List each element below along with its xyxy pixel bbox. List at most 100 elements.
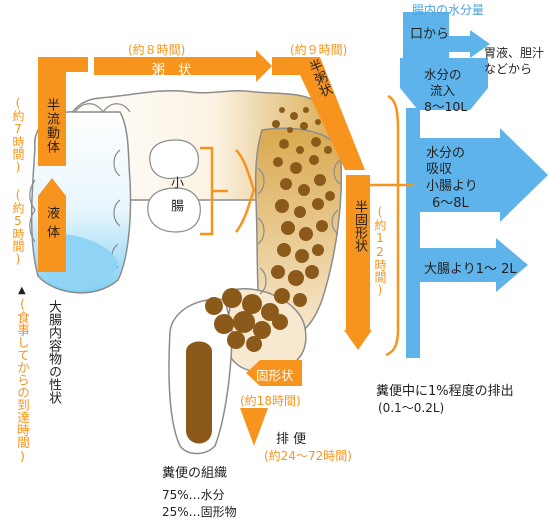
stool-pellet	[277, 243, 291, 257]
liquid-label: 液体	[44, 206, 59, 244]
stool-pellet	[299, 227, 313, 241]
gastric-label-line1: 胃液、胆汁	[484, 46, 545, 60]
stool-pellet	[300, 122, 308, 130]
legend-content-label: 大腸内容物の性状	[46, 300, 61, 404]
water-absorb-arrow	[414, 128, 548, 222]
semi-fluid-time: (約7時間)	[11, 96, 25, 174]
colon	[29, 89, 343, 455]
stool-pellet	[294, 206, 306, 218]
semi-fluid-label: 半流動体	[44, 98, 59, 154]
porridge-label: 粥 状	[152, 63, 192, 78]
stool-pellet	[272, 120, 280, 128]
semi-porridge-time: (約９時間)	[290, 43, 348, 57]
liquid-time: (約5時間)	[11, 188, 25, 266]
water-amount-title: 腸内の水分量	[412, 3, 485, 17]
stool-pellet	[288, 270, 304, 286]
gastric-label-line2: などから	[484, 62, 533, 76]
stool-pellet	[295, 249, 309, 263]
stool-pellet	[324, 146, 332, 154]
stool-pellets	[205, 107, 335, 352]
mouth-label: 口から	[410, 27, 450, 42]
stage-arrows	[38, 50, 372, 446]
solid-label: 固形状	[256, 368, 294, 383]
stool-pellet	[271, 265, 285, 279]
stool-pellet	[275, 199, 289, 213]
stool-pellet	[214, 314, 234, 334]
small-intestine-label: 小腸	[168, 176, 183, 222]
defecation-time: (約24〜72時間)	[264, 449, 352, 463]
stool-pellet	[246, 336, 262, 352]
rectum-stool	[186, 341, 212, 444]
stool-pellet	[281, 221, 295, 235]
water-bracket	[385, 94, 400, 357]
stool-pellet	[290, 112, 298, 120]
excretion-label: 糞便中に1%程度の排出	[376, 384, 514, 399]
solid-arrow	[246, 360, 302, 386]
stool-pellet	[242, 294, 262, 314]
stool-pellet	[279, 107, 285, 113]
stool-pellet	[296, 146, 304, 154]
semi-fluid-corner	[38, 57, 88, 92]
stool-pellet	[290, 162, 302, 174]
colon-bracket-left	[235, 149, 256, 233]
semi-porridge-arrow	[272, 57, 365, 170]
absorb-line1: 水分の	[426, 146, 466, 161]
stool-pellet	[309, 155, 319, 165]
stool-pellet	[273, 157, 283, 167]
stool-pellet	[287, 127, 293, 133]
defecation-arrowhead	[240, 408, 268, 446]
stool-water: 75%…水分	[162, 488, 225, 502]
large-intestine-absorb-label: 大腸より1〜 2L	[424, 262, 517, 277]
stool-pellet	[298, 184, 310, 196]
small-intestine-loop-2	[147, 187, 201, 233]
stool-solid: 25%…固形物	[162, 505, 237, 519]
inflow-amount: 8〜10L	[424, 99, 468, 114]
porridge-arrow	[94, 50, 272, 82]
stool-pellet	[303, 107, 309, 113]
stool-pellet	[205, 297, 223, 315]
stool-pellet	[274, 288, 290, 304]
stool-pellet	[312, 244, 324, 256]
stool-pellet	[316, 220, 328, 232]
stool-pellet	[279, 139, 289, 149]
semi-solid-arrowhead	[344, 330, 372, 350]
stool-pellet	[253, 321, 271, 339]
excretion-amount: (0.1〜0.2L)	[378, 401, 445, 415]
stool-pellet	[222, 288, 242, 308]
legend-marker: ▲	[18, 285, 26, 296]
stool-pellet	[311, 137, 321, 147]
semi-solid-time: (約12時間)	[373, 205, 387, 297]
water-inflow-arrow	[400, 58, 488, 110]
stool-pellet	[233, 311, 255, 333]
stool-pellet	[325, 191, 335, 201]
stool-pellet	[227, 331, 245, 349]
absorb-line2: 吸収	[426, 162, 453, 177]
stool-pellet	[315, 119, 321, 125]
absorb-line3: 小腸より	[426, 179, 478, 194]
stool-pellet	[272, 314, 288, 330]
stool-pellet	[280, 178, 292, 190]
gastric-inflow-arrow	[446, 30, 490, 58]
legend-elapsed-label: (食事してからの到達時間)	[15, 296, 30, 464]
large-intestine-absorb-arrow	[414, 238, 528, 292]
stool-pellet	[314, 174, 326, 186]
brackets	[200, 94, 400, 357]
water-flow	[400, 12, 548, 358]
semi-solid-label: 半固形状	[352, 200, 367, 252]
small-intestine-loop-1	[149, 139, 199, 180]
mouth-inflow-bar	[403, 12, 449, 58]
defecation-label: 排 便	[276, 432, 307, 447]
inflow-line1: 水分の	[424, 67, 462, 82]
inflow-line2: 流入	[430, 83, 456, 98]
semi-solid-bar	[346, 175, 370, 330]
stool-pellet	[305, 265, 319, 279]
semi-fluid-bar	[38, 92, 66, 166]
solid-time: (約18時間)	[240, 394, 301, 408]
stool-pellet	[293, 293, 307, 307]
porridge-time: (約８時間)	[128, 43, 186, 57]
stool-pellet	[312, 198, 324, 210]
liquid-bar	[38, 178, 66, 272]
absorb-amount: 6〜8L	[432, 196, 469, 211]
